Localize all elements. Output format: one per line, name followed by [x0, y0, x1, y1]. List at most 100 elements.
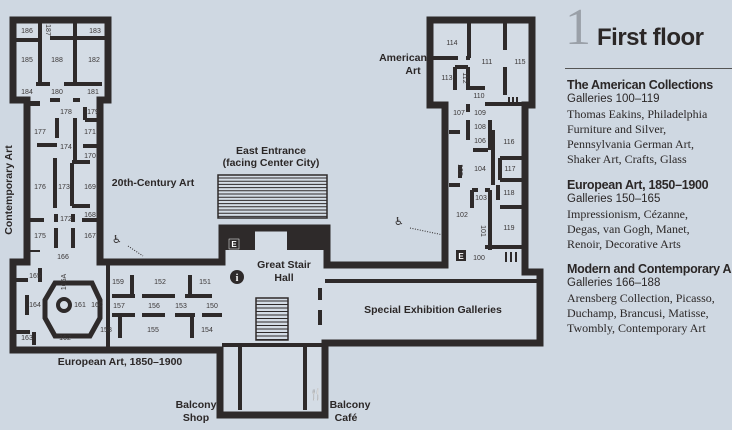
section-description: Arensberg Collection, Picasso, Duchamp, …: [567, 291, 715, 335]
gallery-118: 118: [503, 190, 514, 197]
accessible-restroom-icon: ♿: [394, 215, 449, 237]
elevator-label: E: [231, 240, 237, 249]
label-east-entrance: East Entrance: [236, 145, 306, 157]
gallery-186: 186: [21, 28, 33, 35]
gallery-109: 109: [474, 110, 486, 117]
gallery-106: 106: [474, 138, 486, 145]
information-icon[interactable]: [230, 270, 244, 284]
gallery-116: 116: [503, 139, 514, 146]
east-entrance-stairs: [217, 174, 328, 219]
gallery-112: 112: [461, 72, 468, 83]
gallery-182: 182: [88, 57, 100, 64]
small-stairs: [30, 97, 518, 262]
label-european-art: European Art, 1850–1900: [58, 356, 183, 368]
label-american-art: Art: [405, 65, 421, 77]
information-icon-glyph: i: [236, 273, 239, 284]
gallery-174: 174: [60, 144, 72, 151]
wall-block-right: [287, 228, 327, 250]
label-american-art: American: [379, 52, 427, 64]
section-modern-contemporary: Modern and Contemporary Art Galleries 16…: [567, 262, 732, 336]
gallery-110: 110: [473, 93, 484, 100]
section-american-collections: The American Collections Galleries 100–1…: [567, 78, 732, 167]
elevator-label: E: [458, 252, 464, 261]
elevator-icon: [456, 250, 466, 261]
svg-text:♿: ♿: [394, 215, 404, 228]
gallery-113: 113: [441, 75, 452, 82]
gallery-156: 156: [148, 303, 160, 310]
gallery-179: 179: [87, 109, 99, 116]
gallery-160: 160: [91, 302, 103, 309]
section-heading: Modern and Contemporary Art: [567, 262, 732, 276]
label-balcony-shop: Shop: [183, 412, 209, 424]
gallery-119: 119: [503, 225, 514, 232]
section-galleries: Galleries 166–188: [567, 277, 661, 289]
restaurant-icon: 🍴: [309, 388, 323, 401]
label-special-exhibition: Special Exhibition Galleries: [364, 304, 502, 316]
gallery-161: 161: [74, 302, 86, 309]
gallery-168: 168: [84, 212, 96, 219]
gallery-184: 184: [21, 89, 33, 96]
gallery-153: 153: [175, 303, 187, 310]
gallery-104: 104: [474, 166, 486, 173]
floor-plan-map: E E i ♿ ♿ 🍴 American Art Contemporary Ar…: [3, 16, 544, 424]
gallery-176: 176: [34, 184, 46, 191]
label-20th-century-art: 20th-Century Art: [112, 177, 195, 189]
section-galleries: Galleries 150–165: [567, 193, 661, 205]
gallery-163: 163: [21, 335, 33, 342]
gallery-107: 107: [453, 110, 465, 117]
svg-text:♿: ♿: [112, 233, 122, 246]
gallery-152: 152: [154, 279, 166, 286]
gallery-167: 167: [84, 233, 96, 240]
gallery-180: 180: [51, 89, 63, 96]
gallery-114: 114: [446, 40, 457, 47]
gallery-162: 162: [59, 335, 71, 342]
gallery-164: 164: [29, 302, 41, 309]
gallery-151: 151: [199, 279, 211, 286]
gallery-170: 170: [84, 153, 96, 160]
gallery-158: 158: [100, 327, 112, 334]
accessible-restroom-icon: ♿: [112, 233, 144, 257]
interior-walls: [16, 22, 540, 410]
label-east-entrance: (facing Center City): [223, 157, 320, 169]
gallery-102: 102: [456, 212, 468, 219]
gallery-150: 150: [206, 303, 218, 310]
gallery-108: 108: [474, 124, 486, 131]
gallery-185: 185: [21, 57, 33, 64]
elevator-icon: [228, 238, 240, 250]
gallery-105: 105: [456, 164, 463, 176]
gallery-187: 187: [44, 24, 51, 36]
gallery-154: 154: [201, 327, 213, 334]
gallery-188: 188: [51, 57, 63, 64]
gallery-172: 172: [60, 216, 72, 223]
label-balcony-shop: Balcony: [176, 399, 217, 411]
gallery-101: 101: [479, 225, 486, 237]
section-description: Thomas Eakins, Philadelphia Furniture an…: [567, 107, 708, 166]
floor-number: 1: [565, 0, 591, 56]
gallery-175: 175: [34, 233, 46, 240]
gallery-183: 183: [89, 28, 101, 35]
section-galleries: Galleries 100–119: [567, 93, 660, 105]
gallery-100: 100: [473, 255, 485, 262]
gallery-165a: 165A: [61, 274, 68, 291]
gallery-169: 169: [84, 184, 96, 191]
gallery-117: 117: [504, 166, 515, 173]
gallery-numbers: 186 187 183 185 188 182 184 180 181 178 …: [21, 24, 526, 342]
label-balcony-cafe: Balcony: [330, 399, 371, 411]
gallery-173: 173: [58, 184, 70, 191]
gallery-111: 111: [482, 59, 493, 66]
label-balcony-cafe: Café: [335, 412, 358, 424]
gallery-181: 181: [87, 89, 99, 96]
section-european-art: European Art, 1850–1900 Galleries 150–16…: [567, 178, 732, 252]
section-description: Impressionism, Cézanne, Degas, van Gogh,…: [567, 207, 690, 251]
label-great-stair-hall: Hall: [274, 272, 293, 284]
gallery-159: 159: [112, 279, 124, 286]
gallery-171: 171: [84, 129, 96, 136]
label-great-stair-hall: Great Stair: [257, 259, 311, 271]
section-heading: The American Collections: [567, 78, 713, 92]
gallery-178: 178: [60, 109, 72, 116]
floor-title: First floor: [597, 24, 704, 51]
great-stair: [255, 297, 289, 341]
gallery-177: 177: [34, 129, 46, 136]
gallery-115: 115: [514, 59, 525, 66]
gallery-165: 165: [29, 273, 41, 280]
